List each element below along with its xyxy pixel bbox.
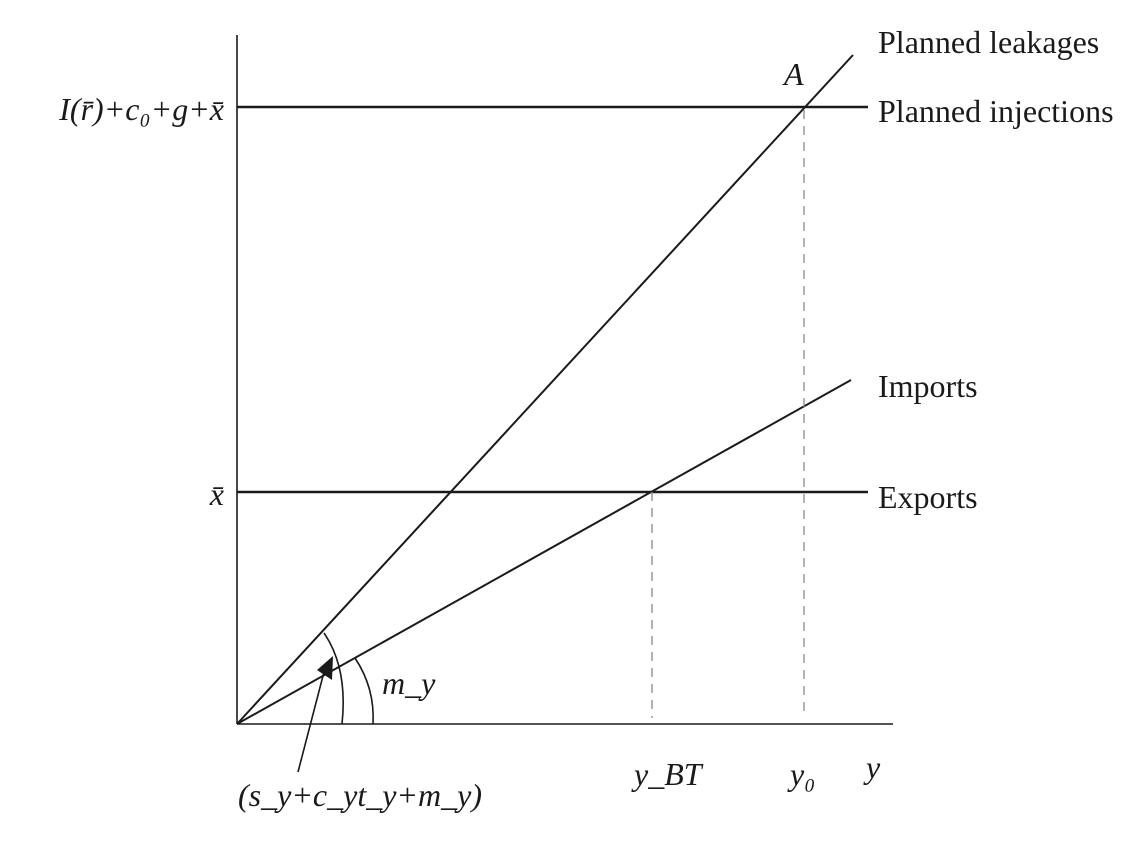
imports-angle-arc <box>354 657 374 725</box>
angle-pointer-arrowhead <box>317 656 333 680</box>
injections-level-label: I(r̄)+c₀+g+x̄ <box>58 91 224 127</box>
exports-label: Exports <box>878 479 978 515</box>
y0-label: y₀ <box>787 756 815 792</box>
exports-level-label: x̄ <box>209 476 224 512</box>
planned-injections-label: Planned injections <box>878 93 1114 129</box>
leakages-angle-arc <box>323 632 344 725</box>
imports-slope-label: m_y <box>382 665 436 701</box>
planned-leakages-label: Planned leakages <box>878 24 1099 60</box>
y-bt-label: y_BT <box>631 756 704 792</box>
leakages-slope-label: (s_y+c_yt_y+m_y) <box>238 777 482 813</box>
angle-pointer-line <box>297 671 325 773</box>
point-a-label: A <box>782 56 804 92</box>
imports-label: Imports <box>878 368 978 404</box>
x-axis-label: y <box>863 749 881 785</box>
planned-leakages-line <box>236 54 854 725</box>
